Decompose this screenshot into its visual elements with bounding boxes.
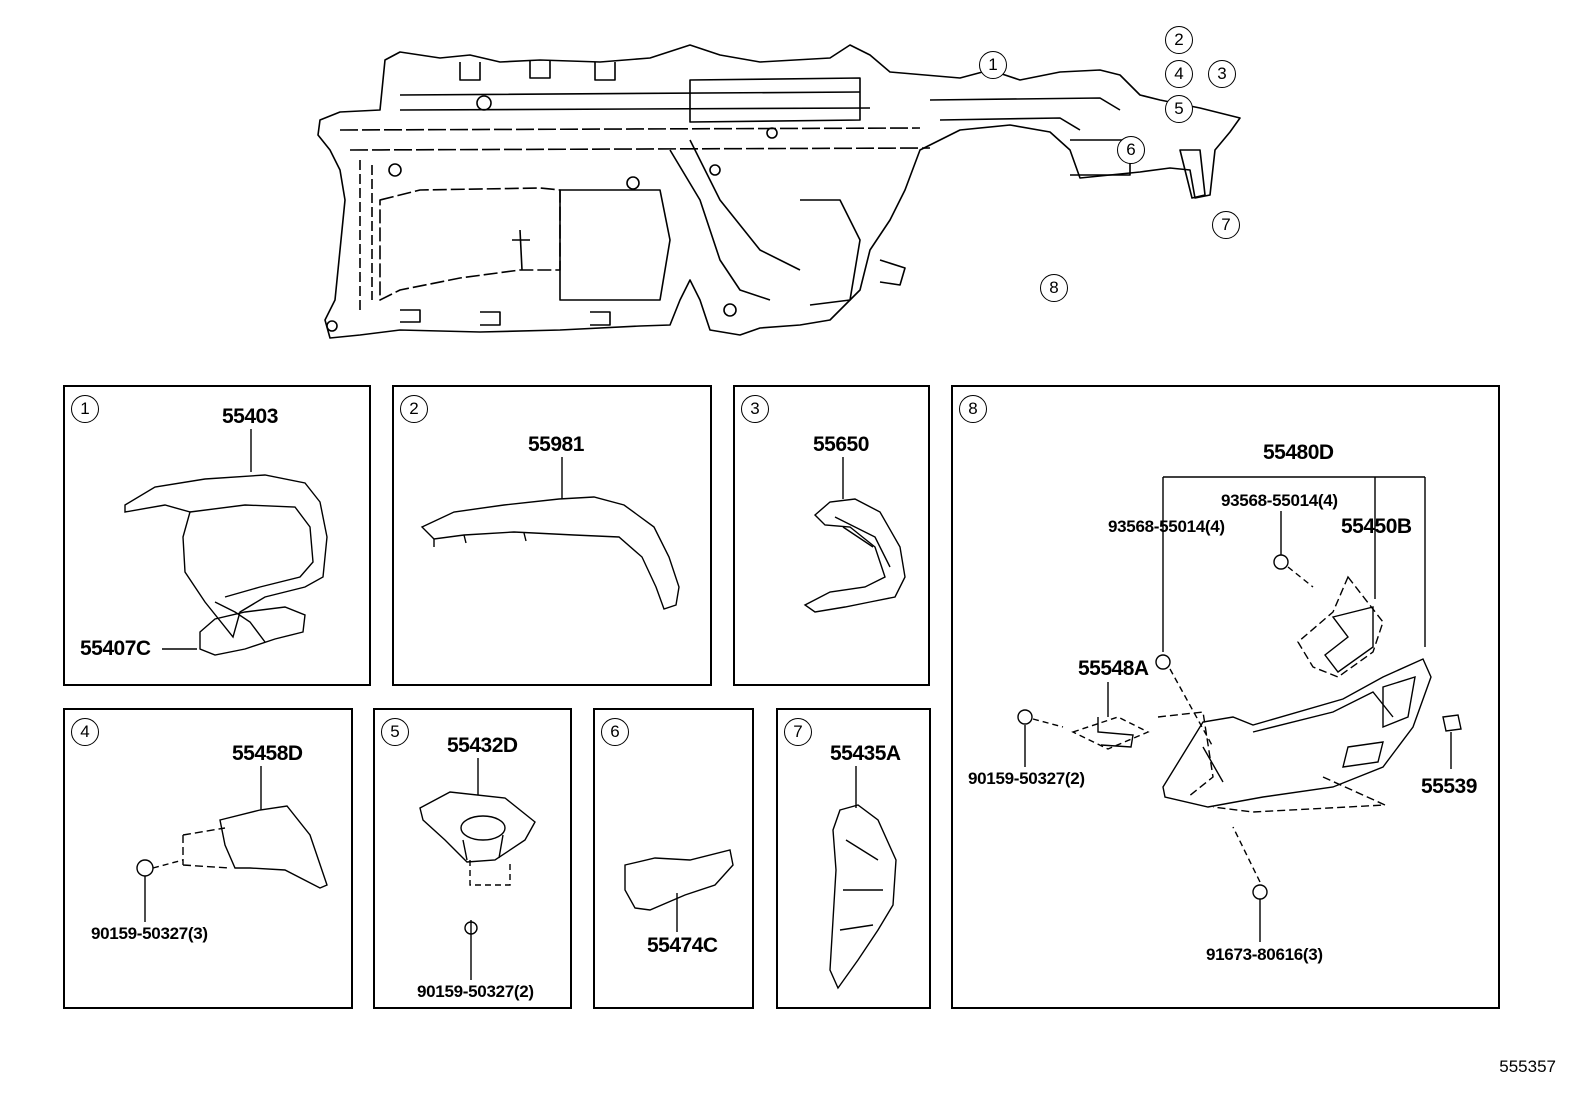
part-label-55407c: 55407C: [80, 637, 151, 660]
panel-7: 7 55435A: [776, 708, 931, 1009]
panel-2: 2 55981: [392, 385, 712, 686]
panel-4: 4 55458D 90159-50327(3): [63, 708, 353, 1009]
part-label-90159-50327-3: 90159-50327(3): [91, 924, 208, 943]
side-panel-drawing: [829, 766, 897, 990]
part-label-55435a: 55435A: [830, 742, 901, 765]
lower-cover-drawing: [420, 457, 680, 610]
callout-1[interactable]: 1: [979, 51, 1007, 79]
callout-4[interactable]: 4: [1165, 60, 1193, 88]
part-label-93568-55014-4-lower: 93568-55014(4): [1108, 517, 1225, 536]
part-label-55403: 55403: [222, 405, 278, 428]
part-label-90159-50327-2: 90159-50327(2): [417, 982, 534, 1001]
panel-8-number: 8: [959, 395, 987, 423]
part-label-91673-80616-3: 91673-80616(3): [1206, 945, 1323, 964]
part-label-90159-50327-2: 90159-50327(2): [968, 769, 1085, 788]
panel-8: 8 55480D 93568-55014(4) 93568-55014(4) 5…: [951, 385, 1500, 1009]
cup-holder-drawing: [419, 758, 536, 980]
part-label-55474c: 55474C: [647, 934, 718, 957]
panel-3-number: 3: [741, 395, 769, 423]
part-label-55450b: 55450B: [1341, 515, 1412, 538]
side-cover-drawing: [136, 766, 328, 922]
panel-7-number: 7: [784, 718, 812, 746]
panel-1: 1 55403 55407C: [63, 385, 371, 686]
panel-1-number: 1: [71, 395, 99, 423]
glove-box-drawing: [1017, 476, 1462, 942]
overview-drawing: [317, 44, 1241, 339]
callout-6[interactable]: 6: [1117, 136, 1145, 164]
callout-3[interactable]: 3: [1208, 60, 1236, 88]
part-label-93568-55014-4-upper: 93568-55014(4): [1221, 491, 1338, 510]
panel-5-number: 5: [381, 718, 409, 746]
panel-2-number: 2: [400, 395, 428, 423]
part-label-55539: 55539: [1421, 775, 1477, 798]
meter-hood-drawing: [124, 429, 328, 656]
panel-6-number: 6: [601, 718, 629, 746]
callout-8[interactable]: 8: [1040, 274, 1068, 302]
part-label-55548a: 55548A: [1078, 657, 1149, 680]
callout-5[interactable]: 5: [1165, 95, 1193, 123]
part-label-55650: 55650: [813, 433, 869, 456]
reinforcement-outline: [317, 44, 1241, 339]
register-drawing: [803, 457, 906, 613]
part-label-55432d: 55432D: [447, 734, 518, 757]
garnish-drawing: [624, 849, 734, 932]
diagram-code: 555357: [1499, 1057, 1556, 1076]
part-label-55458d: 55458D: [232, 742, 303, 765]
panel-3: 3 55650: [733, 385, 930, 686]
part-label-55981: 55981: [528, 433, 584, 456]
part-label-55480d: 55480D: [1263, 441, 1334, 464]
panel-6: 6 55474C: [593, 708, 754, 1009]
panel-5: 5 55432D 90159-50327(2): [373, 708, 572, 1009]
callout-7[interactable]: 7: [1212, 211, 1240, 239]
panel-4-number: 4: [71, 718, 99, 746]
callout-2[interactable]: 2: [1165, 26, 1193, 54]
